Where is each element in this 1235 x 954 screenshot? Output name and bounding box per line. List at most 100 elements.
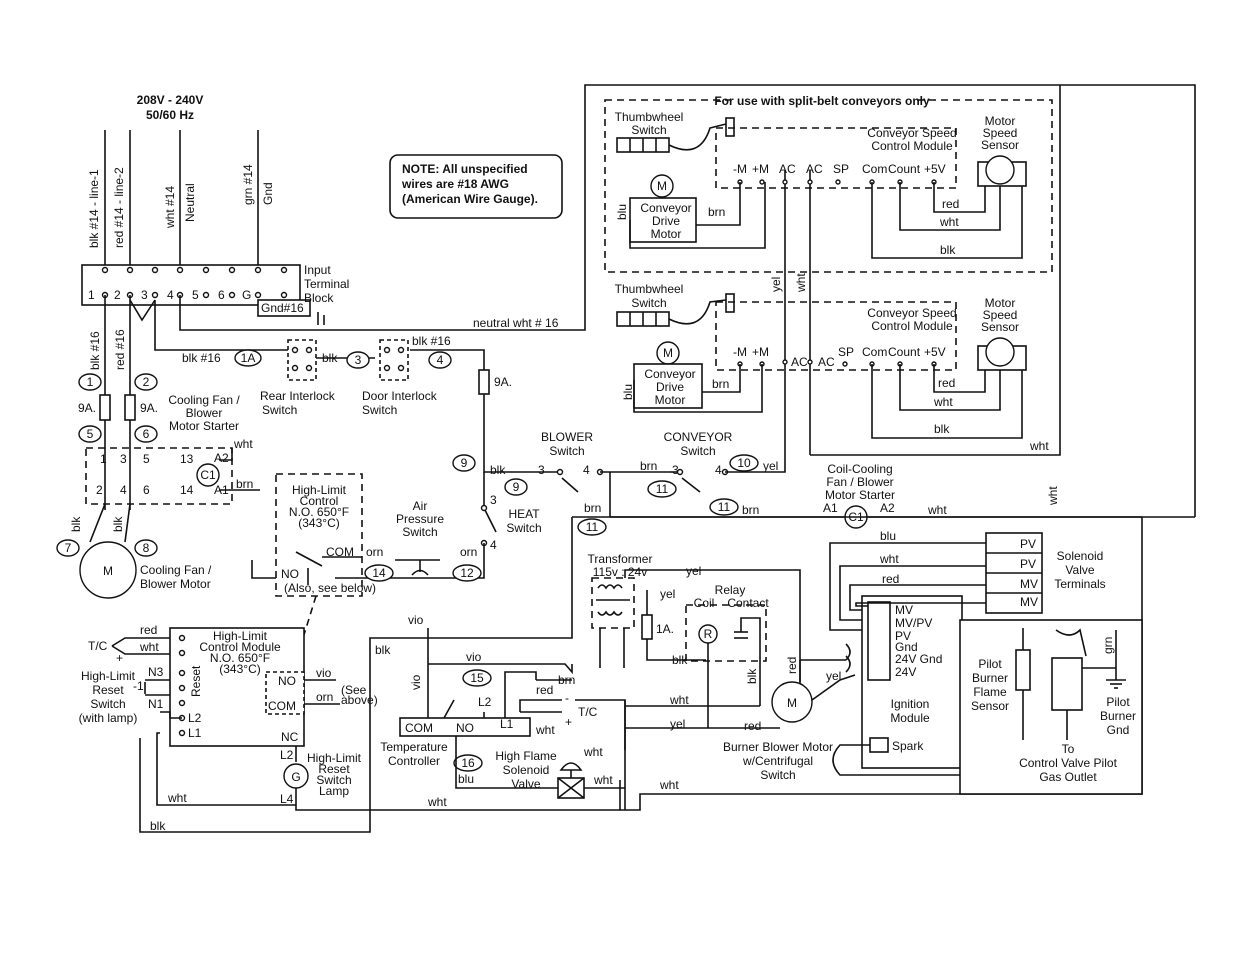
tc-no: NO xyxy=(456,721,474,735)
relay-1: Relay xyxy=(715,583,746,597)
wht-right-of-solenoid: wht xyxy=(583,745,603,759)
circle-4: 4 xyxy=(437,353,444,367)
hlm-l2: L2 xyxy=(188,711,202,725)
cooling-blk-1: blk xyxy=(69,516,83,532)
tb-gnd16: Gnd#16 xyxy=(261,301,304,315)
m1-motor-2: Drive xyxy=(652,214,680,228)
blu-solenoid: blu xyxy=(458,772,474,786)
wire-neutral: Neutral xyxy=(183,183,197,222)
high-flame-solenoid: wht High Flame Solenoid Valve wht xyxy=(495,745,625,799)
transformer-2: 115v : 24v xyxy=(593,565,647,579)
m1-sensor-2: Speed xyxy=(983,126,1018,140)
tc-right: T/C xyxy=(578,705,598,719)
burner-red: red xyxy=(785,657,799,674)
m2-term-5: SP xyxy=(838,345,854,359)
m2-blk: blk xyxy=(934,422,950,436)
tb-label-2: Terminal xyxy=(304,277,349,291)
lamp-l4: L4 xyxy=(280,792,294,806)
door-interlock-switch: Door Interlock Switch xyxy=(362,339,438,417)
tc-l2: L2 xyxy=(478,695,492,709)
m2-motor-3: Motor xyxy=(655,393,686,407)
conveyor-label-2: Switch xyxy=(680,444,715,458)
m1-module-1: Conveyor Speed xyxy=(867,126,956,140)
m1-module-2: Control Module xyxy=(871,139,953,153)
m1-term-5: SP xyxy=(833,162,849,176)
wht-vertical: wht xyxy=(794,273,808,293)
input-terminal-block: 1 2 3 4 5 6 G Gnd#16 Input Terminal Bloc… xyxy=(81,263,349,317)
m2-motor-2: Drive xyxy=(656,380,684,394)
ign-gnd: Gnd xyxy=(895,640,918,654)
see-above-2: above) xyxy=(341,693,378,707)
m2-term-6: Com xyxy=(862,345,887,359)
tb-pin-6: 6 xyxy=(218,288,225,302)
tc-l1: L1 xyxy=(500,717,514,731)
thermocouple-left: T/C + red wht xyxy=(88,623,170,665)
m1-brn: brn xyxy=(708,205,725,219)
supply-voltage: 208V - 240V xyxy=(137,93,204,107)
pilot-grn: grn xyxy=(1101,637,1115,654)
tc-red: red xyxy=(140,623,157,637)
relay-r: R xyxy=(704,627,713,641)
temp-ctrl-1: Temperature xyxy=(380,740,448,754)
coil-cooling-3: Motor Starter xyxy=(825,488,895,502)
door-interlock-2: Switch xyxy=(362,403,397,417)
wht-right-vert: wht xyxy=(1046,486,1060,506)
cooling-starter-3: Motor Starter xyxy=(169,419,239,433)
lamp-2: Reset xyxy=(318,762,350,776)
coil-cooling-2: Fan / Blower xyxy=(826,475,893,489)
to-valve-1: To xyxy=(1062,742,1075,756)
fuse-1a: 1A. xyxy=(656,622,674,636)
m2-blu: blu xyxy=(621,384,635,400)
pilot-burner: grn Pilot Burner Flame Sensor Pilot Burn… xyxy=(959,619,1143,795)
blk16-label-1a: blk #16 xyxy=(182,351,221,365)
note-line-2: wires are #18 AWG xyxy=(401,177,509,191)
wht-solenoid: wht xyxy=(593,773,613,787)
wire-line-1: blk #14 - line-1 xyxy=(87,169,101,248)
m1-term-4: AC xyxy=(806,162,823,176)
red-to-motor: red xyxy=(744,719,761,733)
yel-transformer: yel xyxy=(686,564,701,578)
cooling-blk-2: blk xyxy=(111,516,125,532)
m2-brn: brn xyxy=(712,377,729,391)
starter-t2: 2 xyxy=(96,483,103,497)
svt-pv-1: PV xyxy=(1020,537,1036,551)
hlm-1: High-Limit xyxy=(213,629,268,643)
starter-t6: 6 xyxy=(143,483,150,497)
tc-ctrl-wht: wht xyxy=(535,723,555,737)
reset-n1: N1 xyxy=(148,697,164,711)
svt-label-2: Valve xyxy=(1065,563,1094,577)
coil-cooling-1: Coil-Cooling xyxy=(827,462,892,476)
tc-wht: wht xyxy=(139,640,159,654)
circle-14: 14 xyxy=(372,566,386,580)
air-pressure-3: Switch xyxy=(402,525,437,539)
starter-brn: brn xyxy=(236,477,253,491)
m1-term-8: +5V xyxy=(924,162,946,176)
wht-lower-left: wht xyxy=(167,791,187,805)
burner-motor-m: M xyxy=(787,696,797,710)
m2-sensor-2: Speed xyxy=(983,308,1018,322)
tb-pin-5: 5 xyxy=(192,288,199,302)
m1-blk: blk xyxy=(940,243,956,257)
temp-ctrl-2: Controller xyxy=(388,754,440,768)
fuse-9a-3: 9A. xyxy=(494,375,512,389)
tc-right-minus: - xyxy=(565,691,569,705)
heat-term-4: 4 xyxy=(490,538,497,552)
circle-8: 8 xyxy=(143,541,150,555)
solenoid-3: Valve xyxy=(511,777,540,791)
circle-3: 3 xyxy=(355,353,362,367)
yel-vertical: yel xyxy=(769,277,783,292)
m1-sensor-1: Motor xyxy=(985,114,1016,128)
reset-switch-1: High-Limit xyxy=(81,669,136,683)
hlm-reset: Reset xyxy=(189,665,203,697)
blk-lower: blk xyxy=(150,819,166,833)
m2-term-3: AC xyxy=(791,355,808,369)
m1-thumb-2: Switch xyxy=(631,123,666,137)
circle-11a: 11 xyxy=(656,482,669,496)
hlc-2: Control xyxy=(300,494,339,508)
reset-minus1: -1 xyxy=(133,679,144,693)
brn-to-c1: brn xyxy=(742,503,759,517)
cooling-motor-2: Blower Motor xyxy=(140,577,211,591)
heat-term-3: 3 xyxy=(490,493,497,507)
reset-n3: N3 xyxy=(148,665,164,679)
circle-6: 6 xyxy=(143,427,150,441)
